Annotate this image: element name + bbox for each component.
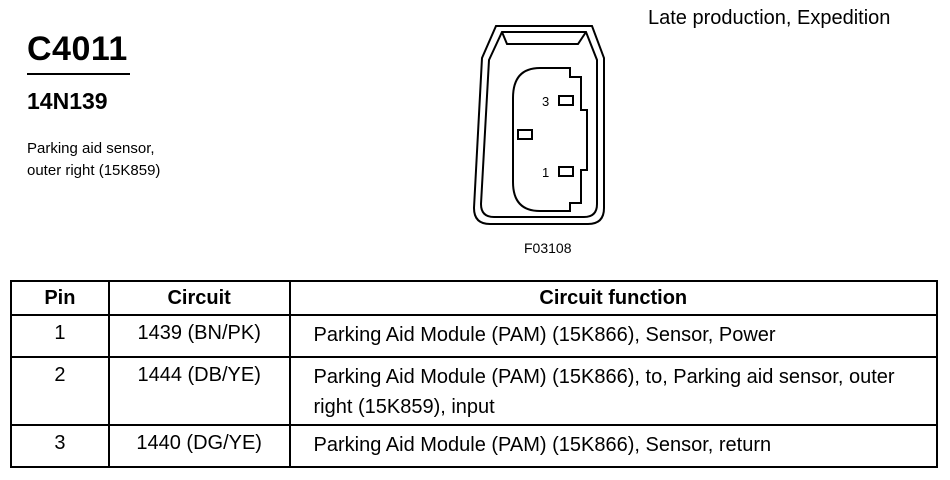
header-pin: Pin: [10, 280, 110, 316]
connector-id: C4011: [27, 30, 128, 68]
header-circuit-function: Circuit function: [288, 280, 939, 316]
cell-circuit: 1439 (BN/PK): [107, 314, 291, 358]
description-line-1: Parking aid sensor,: [27, 140, 155, 157]
connector-latch: [501, 31, 587, 45]
table-row: 1 1439 (BN/PK) Parking Aid Module (PAM) …: [10, 314, 939, 358]
cell-circuit: 1440 (DG/YE): [107, 424, 291, 468]
cell-function: Parking Aid Module (PAM) (15K866), to, P…: [288, 356, 939, 426]
connector-description: Parking aid sensor, outer right (15K859): [27, 138, 160, 182]
table-header-row: Pin Circuit Circuit function: [10, 280, 939, 316]
description-line-2: outer right (15K859): [27, 162, 161, 179]
cell-pin: 2: [10, 356, 110, 426]
connector-housing-outer: [472, 25, 605, 225]
connector-face-diagram: 3 1: [472, 25, 605, 225]
connector-housing-inner: [479, 31, 598, 218]
pin-3-cavity: [558, 95, 574, 106]
cell-function: Parking Aid Module (PAM) (15K866), Senso…: [288, 424, 939, 468]
part-number: 14N139: [27, 88, 108, 114]
pin-3-label: 3: [542, 94, 549, 109]
production-note: Late production, Expedition: [648, 7, 891, 29]
pinout-table: Pin Circuit Circuit function 1 1439 (BN/…: [10, 280, 939, 468]
cell-circuit: 1444 (DB/YE): [107, 356, 291, 426]
pin-2-cavity: [517, 129, 533, 140]
cell-function: Parking Aid Module (PAM) (15K866), Senso…: [288, 314, 939, 358]
table-row: 3 1440 (DG/YE) Parking Aid Module (PAM) …: [10, 424, 939, 468]
cell-pin: 1: [10, 314, 110, 358]
table-row: 2 1444 (DB/YE) Parking Aid Module (PAM) …: [10, 356, 939, 426]
cell-pin: 3: [10, 424, 110, 468]
connector-id-underline: [27, 73, 130, 75]
pin-1-cavity: [558, 166, 574, 177]
connector-insert: [512, 67, 588, 212]
header-circuit: Circuit: [107, 280, 291, 316]
figure-code: F03108: [524, 240, 572, 256]
pin-1-label: 1: [542, 165, 549, 180]
